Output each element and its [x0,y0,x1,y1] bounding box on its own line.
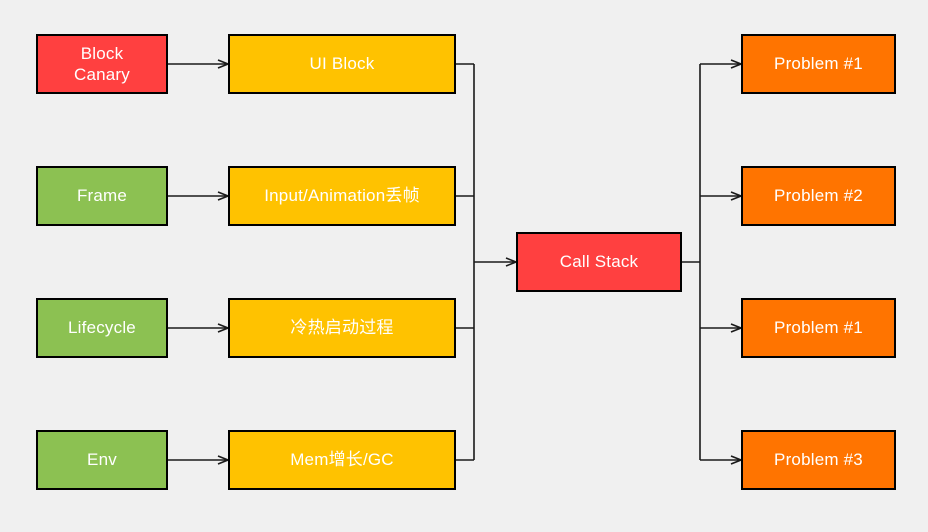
node-frame[interactable]: Frame [36,166,168,226]
node-block-canary[interactable]: Block Canary [36,34,168,94]
node-ui-block[interactable]: UI Block [228,34,456,94]
node-call-stack[interactable]: Call Stack [516,232,682,292]
node-problem-3[interactable]: Problem #3 [741,430,896,490]
node-lifecycle[interactable]: Lifecycle [36,298,168,358]
node-env[interactable]: Env [36,430,168,490]
node-problem-1-top[interactable]: Problem #1 [741,34,896,94]
node-cold-hot-start-process[interactable]: 冷热启动过程 [228,298,456,358]
node-problem-1-bottom[interactable]: Problem #1 [741,298,896,358]
node-problem-2[interactable]: Problem #2 [741,166,896,226]
node-input-animation-drop-frame[interactable]: Input/Animation丢帧 [228,166,456,226]
node-mem-growth-gc[interactable]: Mem增长/GC [228,430,456,490]
